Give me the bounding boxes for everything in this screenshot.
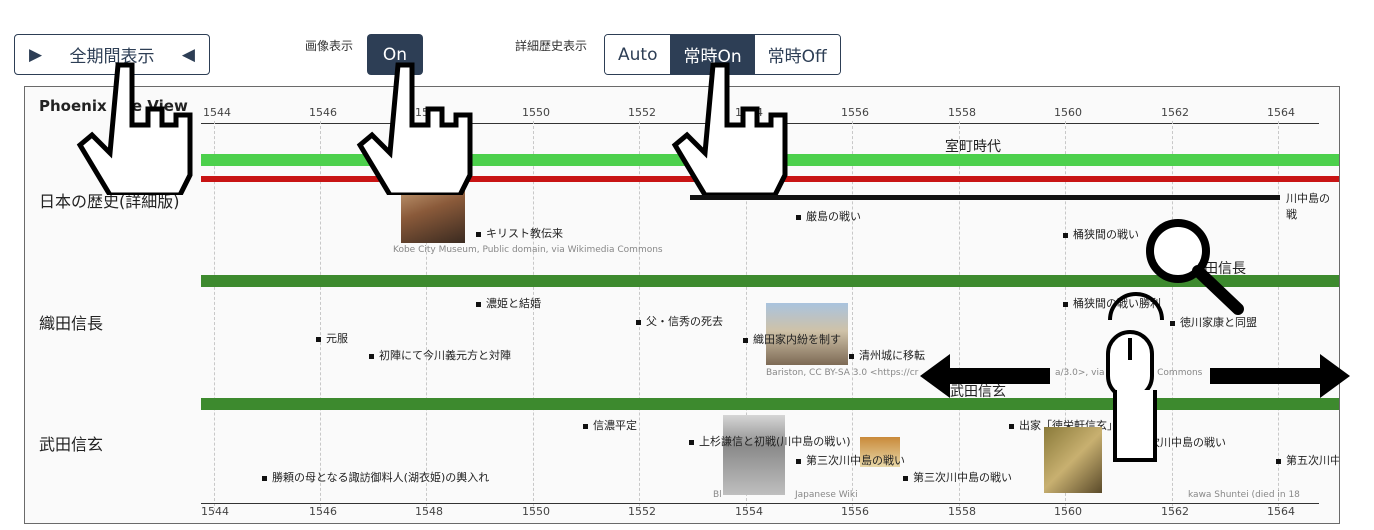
- year-label: 1548: [415, 505, 443, 518]
- event-third-kawanakajima-2[interactable]: 第三次川中島の戦い: [903, 469, 1012, 485]
- event-genpuku[interactable]: 元服: [316, 330, 348, 346]
- bottom-axis-line: [201, 503, 1319, 504]
- year-label: 1554: [735, 505, 763, 518]
- takeda-life-bar[interactable]: [201, 398, 1339, 410]
- lane-label-japan-history: 日本の歴史(詳細版): [39, 192, 180, 211]
- detail-history-label: 詳細歴史表示: [515, 39, 588, 53]
- xavier-portrait-image[interactable]: [401, 173, 465, 243]
- event-okehazama-win[interactable]: 桶狭間の戦い勝利: [1063, 295, 1161, 311]
- grid-line: [1278, 121, 1279, 511]
- event-uesugi-first[interactable]: 上杉謙信と初戦(川中島の戦い): [689, 433, 851, 449]
- event-fourth-kawanakajima[interactable]: 第四次川中島の戦い: [1117, 434, 1226, 450]
- grid-line: [214, 121, 215, 511]
- year-label: 1554: [735, 106, 763, 119]
- detail-always-off-option[interactable]: 常時Off: [754, 35, 840, 74]
- year-label: 1546: [309, 106, 337, 119]
- event-kiyosu[interactable]: 清州城に移転: [849, 347, 925, 363]
- event-father-death[interactable]: 父・信秀の死去: [636, 313, 723, 329]
- fourth-battle-image[interactable]: [1044, 427, 1102, 493]
- kawanakajima-span-bar[interactable]: [690, 195, 1280, 200]
- event-tokugawa-alliance[interactable]: 徳川家康と同盟: [1170, 314, 1257, 330]
- year-label: 1558: [948, 505, 976, 518]
- image-credit: Kobe City Museum, Public domain, via Wik…: [393, 245, 663, 255]
- year-label: 1564: [1267, 106, 1295, 119]
- image-credit: a/3.0>, via Wikimedia Commons: [1055, 368, 1203, 378]
- year-label: 1552: [628, 106, 656, 119]
- detail-always-on-option[interactable]: 常時On: [670, 35, 755, 74]
- detail-history-toggle: Auto 常時On 常時Off: [604, 34, 841, 75]
- image-credit: Bl: [713, 490, 722, 500]
- event-first-battle[interactable]: 初陣にて今川義元方と対陣: [369, 347, 511, 363]
- year-label: 1552: [628, 505, 656, 518]
- year-label: 1544: [203, 106, 231, 119]
- lane-label-takeda-shingen: 武田信玄: [39, 435, 104, 454]
- image-credit: kawa Shuntei (died in 18: [1188, 490, 1300, 500]
- event-third-kawanakajima[interactable]: 第三次川中島の戦い: [796, 452, 905, 468]
- event-christianity[interactable]: キリスト教伝来: [476, 225, 563, 241]
- period-button-label: 全期間表示: [69, 47, 155, 67]
- image-display-on-button[interactable]: On: [367, 34, 423, 75]
- muromachi-era-bar[interactable]: [201, 154, 1339, 166]
- year-label: 1562: [1161, 106, 1189, 119]
- grid-line: [320, 121, 321, 511]
- year-label: 1564: [1267, 505, 1295, 518]
- oda-life-bar[interactable]: [201, 275, 1339, 287]
- year-label: 1550: [522, 505, 550, 518]
- top-axis-line: [201, 123, 1319, 124]
- year-label: 1558: [948, 106, 976, 119]
- lane-label-oda-nobunaga: 織田信長: [39, 314, 104, 333]
- year-label: 1560: [1054, 106, 1082, 119]
- event-fifth-kawanakajima[interactable]: 第五次川中: [1276, 452, 1339, 468]
- event-nohime[interactable]: 濃姫と結婚: [476, 295, 541, 311]
- play-right-icon: ▶: [29, 44, 43, 65]
- year-label: 1546: [309, 505, 337, 518]
- year-label: 1550: [522, 106, 550, 119]
- kawanakajima-map-image[interactable]: [723, 415, 785, 495]
- event-oda-internal[interactable]: 織田家内紛を制す: [743, 331, 841, 347]
- image-credit: Bariston, CC BY-SA 3.0 <https://cr: [766, 368, 919, 378]
- year-label: 1556: [841, 505, 869, 518]
- grid-line: [1065, 121, 1066, 511]
- year-label: 1556: [841, 106, 869, 119]
- event-okehazama[interactable]: 桶狭間の戦い: [1063, 226, 1139, 242]
- grid-line: [852, 121, 853, 511]
- era-label: 室町時代: [945, 139, 1001, 155]
- detail-auto-option[interactable]: Auto: [605, 35, 671, 74]
- image-credit: Japanese Wiki: [795, 490, 858, 500]
- year-label: 1560: [1054, 505, 1082, 518]
- grid-line: [426, 121, 427, 511]
- grid-line: [533, 121, 534, 511]
- event-shinano[interactable]: 信濃平定: [583, 417, 637, 433]
- year-label: 1548: [415, 106, 443, 119]
- grid-line: [959, 121, 960, 511]
- image-display-label: 画像表示: [305, 39, 354, 53]
- play-left-icon: ◀: [181, 44, 195, 65]
- kawanakajima-span-label: 川中島の戦: [1286, 192, 1330, 221]
- show-all-period-button[interactable]: ▶ 全期間表示 ◀: [14, 34, 210, 75]
- event-itsukushima[interactable]: 厳島の戦い: [796, 208, 861, 224]
- year-label: 1562: [1161, 505, 1189, 518]
- timeline-title: Phoenix Eye View: [39, 97, 188, 115]
- year-label: 1544: [201, 505, 229, 518]
- history-red-bar[interactable]: [201, 176, 1339, 182]
- event-suwa[interactable]: 勝頼の母となる諏訪御料人(湖衣姫)の輿入れ: [262, 469, 489, 485]
- grid-line: [746, 121, 747, 511]
- timeline-view[interactable]: Phoenix Eye View 1544 1546 1548 1550 155…: [24, 86, 1340, 524]
